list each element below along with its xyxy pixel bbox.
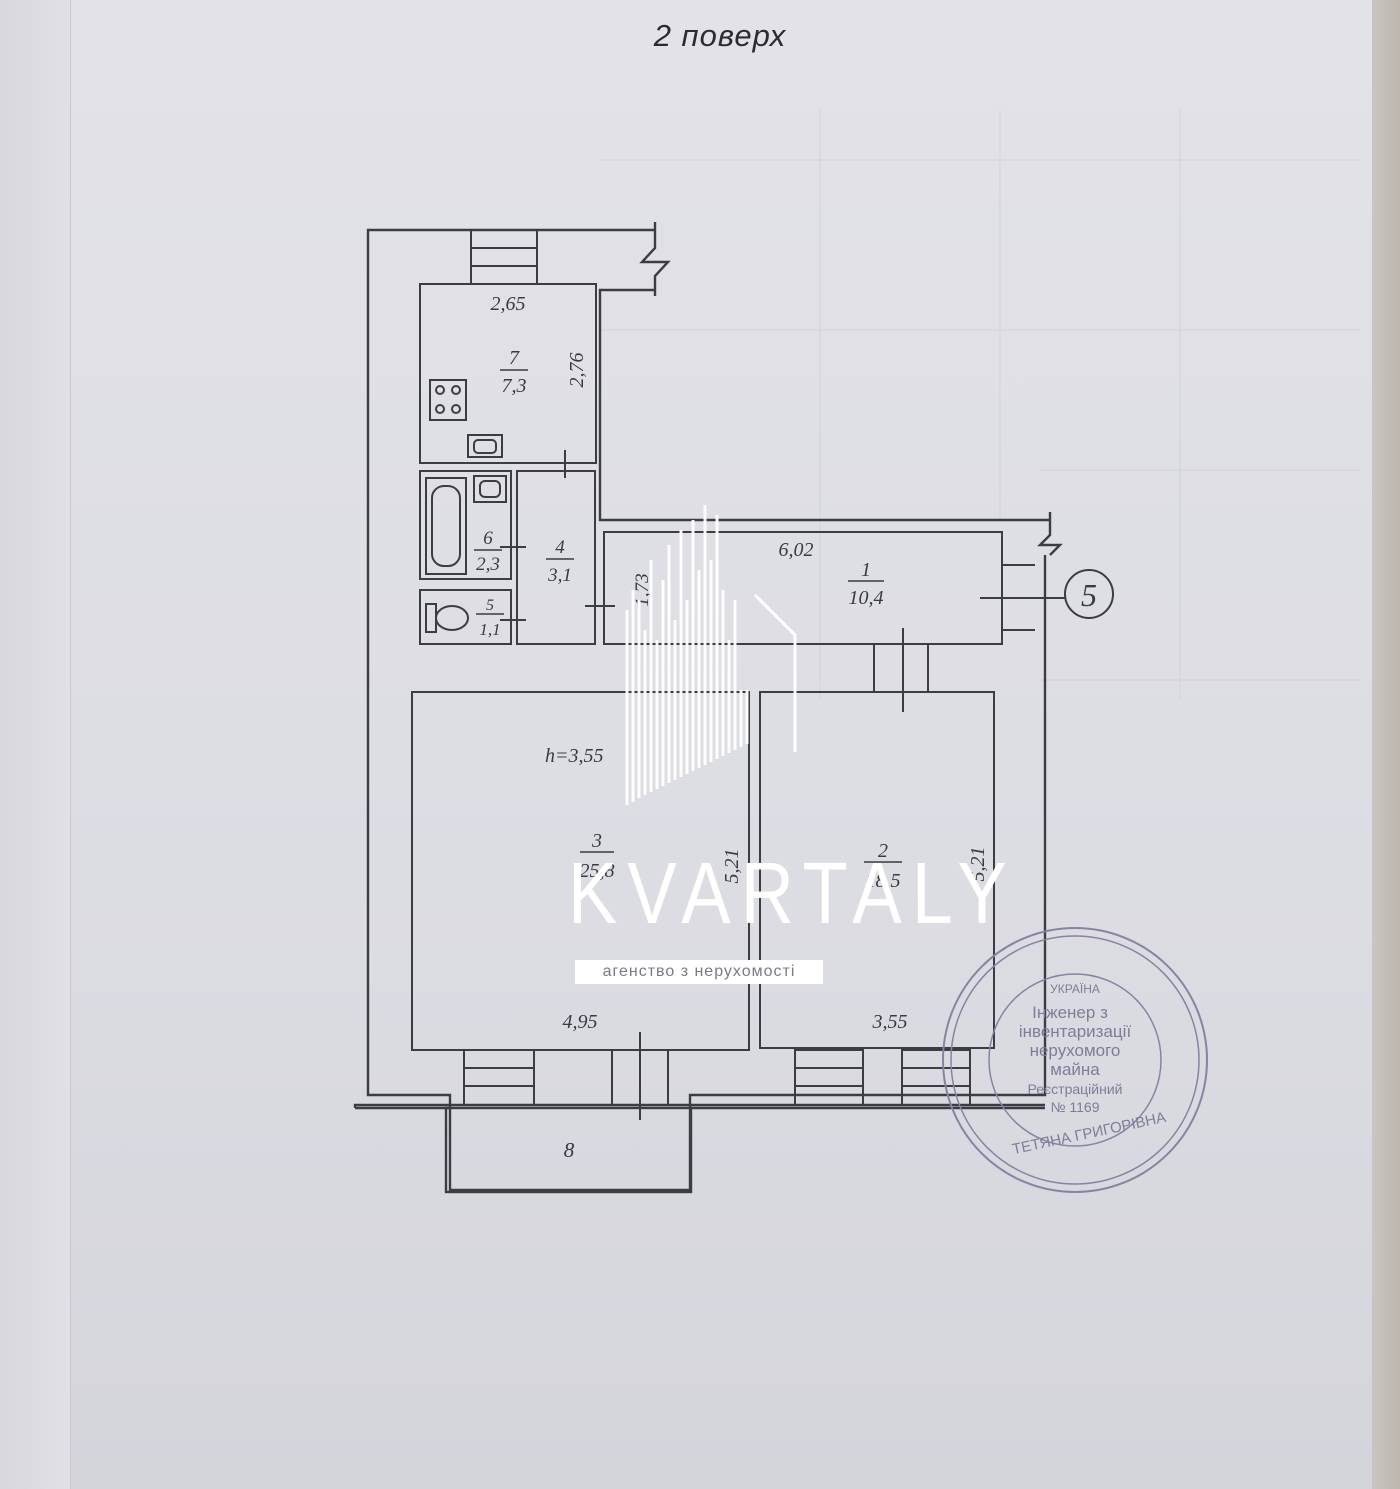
paper-grid [600,110,1360,700]
stove-icon [429,379,467,421]
dim-corridor-depth: 1,73 [632,573,653,606]
stamp-line-2: Інженер з [1032,1003,1108,1022]
room-7-area: 7,3 [502,375,527,397]
room-1-corridor [603,531,1003,645]
stamp-line-3: інвентаризації [1019,1022,1132,1041]
room-5-toilet [419,589,512,645]
dim-room3-width: 4,95 [563,1011,598,1033]
room-4-area: 3,1 [547,565,572,586]
watermark-logo-icon [625,505,797,805]
bathtub-icon [425,477,467,575]
stamp-line-5: майна [1050,1060,1100,1079]
room-3-number: 3 [591,830,602,852]
kitchen-sink-icon [467,434,503,458]
room-3-area: 25,8 [580,860,615,882]
stamp-line-6: Реєстраційний [1028,1081,1123,1097]
room-1-number: 1 [861,559,871,581]
dim-kitchen-width: 2,65 [491,293,526,315]
kitchen-window [470,229,538,285]
room-6-number: 6 [483,528,493,549]
next-page-edge [1372,0,1400,1489]
stamp-line-4: нерухомого [1030,1041,1121,1060]
room-6-bathroom [419,470,512,580]
entrance-marker: 5 [1081,577,1097,613]
watermark-tagline: агенство з нерухомості [575,960,823,984]
ceiling-height: h=3,55 [545,745,604,767]
dimension-labels: 2,65 2,76 6,02 1,73 h=3,55 5,21 4,95 5,2… [491,293,990,1033]
watermark-brand: KVARTALY [568,844,1017,943]
outer-walls [353,222,1063,1192]
room-8-number: 8 [564,1138,575,1162]
room-2-bedroom [759,691,995,1049]
dim-kitchen-depth: 2,76 [566,353,588,388]
room-8-balcony [444,1106,693,1194]
official-stamp: УКРАЇНА Інженер з інвентаризації нерухом… [942,927,1208,1193]
room-6-area: 2,3 [476,554,500,575]
balcony-door [611,1032,669,1120]
entrance-door [980,564,1114,631]
previous-page-edge [0,0,71,1489]
room-4-hall [516,470,596,645]
bath-sink-icon [473,475,507,503]
room-2-number: 2 [878,840,888,862]
stamp-ring-text: ТЕТЯНА ГРИГОРІВНА [1011,1109,1168,1158]
floor-title: 2 поверх [653,18,787,53]
stamp-line-1: УКРАЇНА [1050,982,1100,996]
toilet-icon [425,603,469,633]
room-7-number: 7 [509,347,520,369]
dim-corridor-length: 6,02 [779,539,814,561]
dim-room2-depth: 5,21 [967,847,989,882]
room-1-area: 10,4 [849,587,884,609]
dim-room3-depth: 5,21 [721,849,743,884]
room-5-area: 1,1 [479,620,500,639]
room-2-door [873,628,929,712]
room-4-number: 4 [555,537,565,558]
stamp-line-7: № 1169 [1050,1099,1099,1115]
room-labels: 7 7,3 6 2,3 5 1,1 4 3,1 1 10,4 3 25,8 2 … [474,347,1097,1162]
bottom-windows [463,1049,971,1106]
room-3-living [411,691,750,1051]
room-5-number: 5 [486,597,494,614]
room-2-area: 18,5 [866,870,901,892]
dim-room2-width: 3,55 [872,1011,908,1033]
